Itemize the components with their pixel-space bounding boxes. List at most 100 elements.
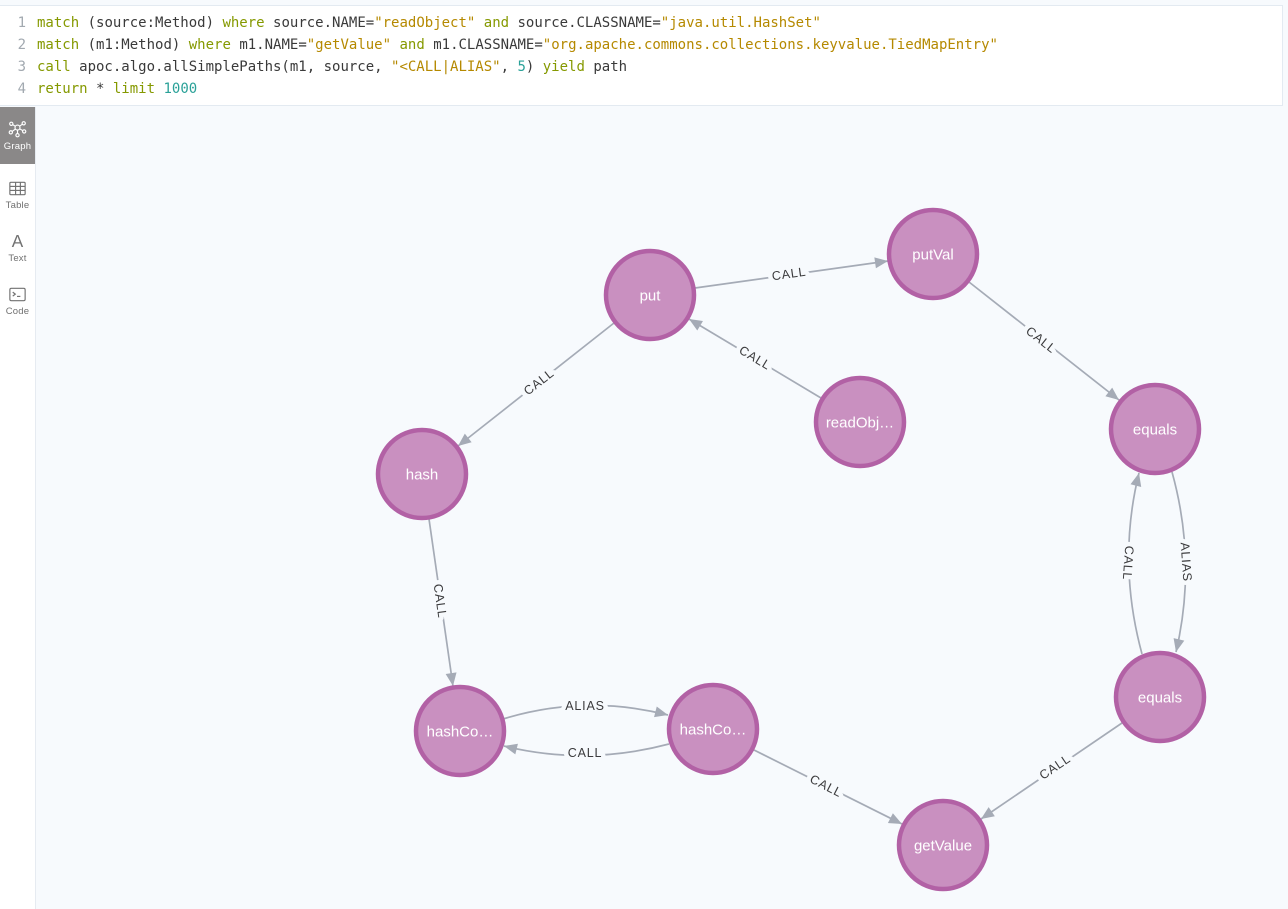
sidebar-item-table[interactable]: Table (0, 172, 35, 217)
node-label: equals (1138, 690, 1182, 707)
graph-node-readObject[interactable]: readObj… (813, 375, 907, 469)
svg-text:A: A (12, 231, 24, 251)
graph-node-getValue[interactable]: getValue (896, 798, 990, 892)
graph-node-hashCode-left[interactable]: hashCo… (413, 684, 507, 778)
node-circle (1113, 650, 1207, 744)
graph-edge-call-hashCode-right-hashCode-left[interactable]: CALL (503, 741, 670, 765)
graph-visualization-canvas[interactable]: CALL CALL CALL CALL CALL ALIAS CALL CALL CALL CAL… (36, 107, 1288, 909)
edge-arrowhead-icon (654, 706, 668, 718)
node-circle (413, 684, 507, 778)
edge-type-label: ALIAS (1178, 542, 1195, 582)
node-circle (603, 248, 697, 342)
node-label: getValue (914, 838, 972, 855)
node-circle (1108, 382, 1202, 476)
node-circle (896, 798, 990, 892)
code-text: match (source:Method) where source.NAME=… (37, 15, 821, 31)
graph-edge-call-putVal-equals-top[interactable]: CALL (968, 281, 1122, 404)
graph-node-put[interactable]: put (603, 248, 697, 342)
table-icon (9, 181, 26, 196)
edge-arrowhead-icon (874, 257, 888, 269)
edge-arrowhead-icon (458, 433, 472, 446)
edge-line (503, 743, 670, 757)
line-number: 2 (17, 37, 26, 53)
graph-edge-call-put-putVal[interactable]: CALL (694, 256, 889, 289)
sidebar-item-code[interactable]: Code (0, 278, 35, 323)
view-mode-sidebar: Graph Table A Text Code (0, 107, 36, 909)
graph-node-hashCode-right[interactable]: hashCo… (666, 682, 760, 776)
edge-line (694, 260, 889, 289)
edge-line (753, 749, 903, 825)
graph-icon (8, 121, 27, 138)
graph-edge-alias-hashCode-left-hashCode-right[interactable]: ALIAS (502, 695, 669, 720)
edge-type-label: CALL (1037, 752, 1073, 783)
editor-lines: 1 match (source:Method) where source.NAME… (0, 12, 1282, 100)
edge-arrowhead-icon (445, 672, 457, 686)
node-circle (666, 682, 760, 776)
edge-type-label: ALIAS (565, 699, 604, 713)
edge-arrowhead-icon (887, 813, 902, 824)
graph-node-equals-top[interactable]: equals (1108, 382, 1202, 476)
code-icon (9, 287, 26, 302)
node-circle (375, 427, 469, 521)
edge-line (428, 518, 454, 687)
node-label: hash (406, 467, 439, 484)
code-text: return * limit 1000 (37, 81, 198, 97)
sidebar-item-label: Code (5, 306, 30, 317)
edge-line (457, 322, 615, 447)
sidebar-item-label: Table (5, 200, 30, 211)
sidebar-item-text[interactable]: A Text (0, 225, 35, 270)
node-circle (886, 207, 980, 301)
sidebar-item-label: Text (8, 253, 27, 264)
graph-edge-call-hash-hashCode-left[interactable]: CALL (426, 518, 458, 687)
cypher-query-editor[interactable]: 1 match (source:Method) where source.NAME… (0, 5, 1283, 106)
edge-line (1171, 471, 1187, 653)
edge-arrowhead-icon (1173, 638, 1185, 652)
edge-arrowhead-icon (1105, 387, 1119, 400)
edge-arrowhead-icon (504, 743, 518, 755)
node-label: putVal (912, 247, 953, 264)
graph-edge-call-equals-bottom-equals-top[interactable]: CALL (1115, 472, 1145, 655)
code-text: call apoc.algo.allSimplePaths(m1, source… (37, 59, 628, 75)
graph-edge-alias-equals-top-equals-bottom[interactable]: ALIAS (1171, 471, 1199, 653)
edge-type-label: CALL (1120, 545, 1136, 580)
edge-line (968, 281, 1120, 401)
edge-type-label: CALL (807, 772, 844, 800)
line-number: 1 (17, 15, 26, 31)
graph-edge-call-put-hash[interactable]: CALL (455, 322, 615, 450)
edge-type-label: CALL (737, 343, 774, 373)
edge-line (1127, 472, 1143, 655)
sidebar-item-graph[interactable]: Graph (0, 107, 35, 164)
edge-arrowhead-icon (1130, 473, 1142, 487)
edge-line (502, 704, 669, 720)
edge-type-label: CALL (521, 366, 557, 398)
edge-type-label: CALL (771, 265, 807, 284)
node-label: readObj… (826, 415, 894, 432)
graph-edge-call-readObject-put[interactable]: CALL (686, 314, 822, 399)
edge-arrowhead-icon (981, 807, 995, 819)
node-circle (813, 375, 907, 469)
graph-node-putVal[interactable]: putVal (886, 207, 980, 301)
code-text: match (m1:Method) where m1.NAME="getValu… (37, 37, 998, 53)
edge-arrowhead-icon (689, 319, 703, 331)
text-icon: A (12, 231, 24, 251)
edge-line (980, 722, 1123, 820)
code-line[interactable]: 2 match (m1:Method) where m1.NAME="getVal… (0, 34, 1282, 56)
node-label: hashCo… (680, 722, 747, 739)
graph-edge-call-hashCode-right-getValue[interactable]: CALL (753, 749, 904, 829)
graph-edge-call-equals-bottom-getValue[interactable]: CALL (978, 722, 1123, 824)
edge-line (688, 318, 822, 399)
code-line[interactable]: 4 return * limit 1000 (0, 78, 1282, 100)
edge-type-label: CALL (1023, 324, 1059, 356)
node-label: hashCo… (427, 724, 494, 741)
sidebar-item-label: Graph (3, 141, 32, 152)
graph-node-hash[interactable]: hash (375, 427, 469, 521)
line-number: 3 (17, 59, 26, 75)
code-line[interactable]: 1 match (source:Method) where source.NAME… (0, 12, 1282, 34)
graph-svg: CALL CALL CALL CALL CALL ALIAS CALL CALL CALL CAL… (375, 207, 1207, 892)
node-label: equals (1133, 422, 1177, 439)
edge-type-label: CALL (568, 746, 602, 760)
code-line[interactable]: 3 call apoc.algo.allSimplePaths(m1, sourc… (0, 56, 1282, 78)
node-label: put (640, 288, 662, 305)
graph-node-equals-bottom[interactable]: equals (1113, 650, 1207, 744)
line-number: 4 (17, 81, 26, 97)
